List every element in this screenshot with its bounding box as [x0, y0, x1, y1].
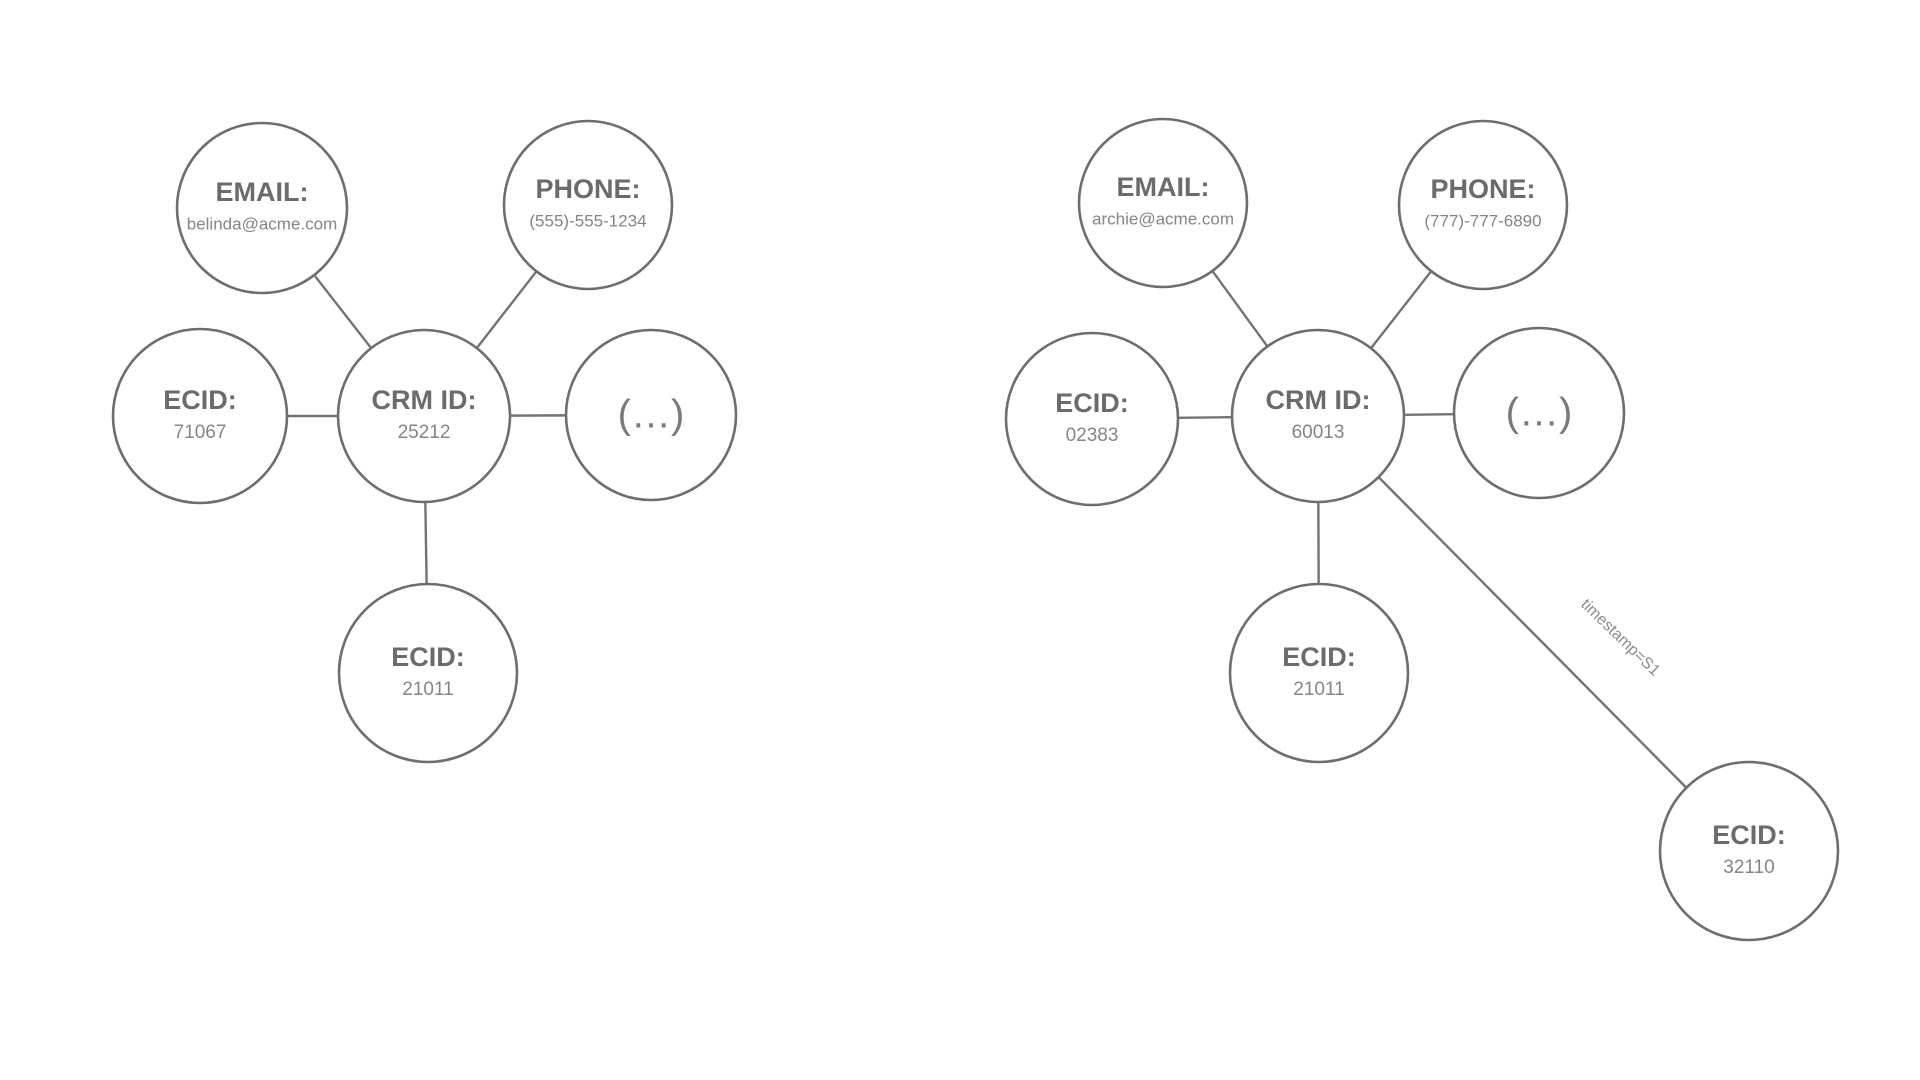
edge-left-crm-to-left-phone	[475, 270, 538, 349]
node-right-ecid-21011[interactable]: ECID: 21011	[1228, 582, 1410, 764]
node-heading-right-crm: CRM ID:	[1266, 385, 1371, 415]
node-circle-left-phone	[502, 119, 674, 291]
node-circle-right-ecid-32110	[1658, 760, 1840, 942]
edge-right-crm-to-right-phone	[1370, 270, 1433, 349]
edge-right-crm-to-right-ecid-32110	[1377, 476, 1688, 789]
node-heading-right-ecid-32110: ECID:	[1712, 820, 1786, 850]
node-value-left-crm: 25212	[398, 422, 451, 443]
node-value-left-ecid-21011: 21011	[402, 679, 453, 700]
edge-labels-layer: timestamp=S1	[1577, 596, 1663, 680]
node-right-ecid-02383[interactable]: ECID: 02383	[1004, 331, 1180, 507]
edge-right-crm-to-right-email	[1211, 270, 1269, 348]
node-heading-left-email: EMAIL:	[216, 177, 309, 207]
edge-left-crm-to-left-ecid-21011	[424, 501, 428, 585]
node-right-phone[interactable]: PHONE: (777)-777-6890	[1397, 119, 1569, 291]
node-value-right-ecid-02383: 02383	[1066, 425, 1119, 446]
node-circle-left-ellipsis	[564, 328, 738, 502]
node-heading-right-phone: PHONE:	[1430, 174, 1535, 204]
node-heading-right-email: EMAIL:	[1117, 172, 1210, 202]
node-ellipsis-label-left-ellipsis: (…)	[618, 393, 685, 437]
edge-right-crm-to-right-ecid-02383	[1177, 415, 1233, 420]
node-circle-right-email	[1077, 117, 1249, 289]
node-ellipsis-label-right-ellipsis: (…)	[1506, 391, 1573, 435]
node-value-right-ecid-21011: 21011	[1293, 679, 1344, 700]
node-left-email[interactable]: EMAIL: belinda@acme.com	[175, 121, 349, 295]
node-value-right-email: archie@acme.com	[1092, 209, 1234, 228]
node-left-crm[interactable]: CRM ID: 25212	[336, 328, 512, 504]
node-circle-left-email	[175, 121, 349, 295]
node-heading-right-ecid-02383: ECID:	[1055, 388, 1129, 418]
node-value-right-phone: (777)-777-6890	[1424, 211, 1541, 230]
node-heading-left-ecid-71067: ECID:	[163, 385, 237, 415]
node-circle-left-ecid-21011	[337, 582, 519, 764]
edge-right-crm-to-right-ellipsis	[1403, 412, 1455, 417]
nodes-layer: CRM ID: 25212 EMAIL: belinda@acme.com PHONE:…	[111, 117, 1840, 942]
node-right-email[interactable]: EMAIL: archie@acme.com	[1077, 117, 1249, 289]
node-circle-left-ecid-71067	[111, 327, 289, 505]
node-value-right-ecid-32110: 32110	[1723, 857, 1774, 878]
node-circle-right-ellipsis	[1452, 326, 1626, 500]
node-circle-right-ecid-02383	[1004, 331, 1180, 507]
node-heading-right-ecid-21011: ECID:	[1282, 642, 1356, 672]
node-value-left-email: belinda@acme.com	[187, 214, 338, 233]
node-value-right-crm: 60013	[1292, 422, 1345, 443]
node-left-phone[interactable]: PHONE: (555)-555-1234	[502, 119, 674, 291]
node-circle-right-phone	[1397, 119, 1569, 291]
node-right-ecid-32110[interactable]: ECID: 32110	[1658, 760, 1840, 942]
node-heading-left-crm: CRM ID:	[372, 385, 477, 415]
edge-left-crm-to-left-email	[313, 274, 373, 349]
node-right-crm[interactable]: CRM ID: 60013	[1230, 328, 1406, 504]
node-left-ecid-21011[interactable]: ECID: 21011	[337, 582, 519, 764]
node-circle-right-ecid-21011	[1228, 582, 1410, 764]
node-value-left-ecid-71067: 71067	[174, 422, 227, 443]
node-value-left-phone: (555)-555-1234	[529, 211, 646, 230]
edges-layer	[287, 270, 1688, 789]
node-circle-left-crm	[336, 328, 512, 504]
node-heading-left-phone: PHONE:	[535, 174, 640, 204]
node-right-ellipsis[interactable]: (…)	[1452, 326, 1626, 500]
node-heading-left-ecid-21011: ECID:	[391, 642, 465, 672]
node-left-ellipsis[interactable]: (…)	[564, 328, 738, 502]
node-circle-right-crm	[1230, 328, 1406, 504]
node-left-ecid-71067[interactable]: ECID: 71067	[111, 327, 289, 505]
edge-label-timestamp-label: timestamp=S1	[1577, 596, 1663, 680]
